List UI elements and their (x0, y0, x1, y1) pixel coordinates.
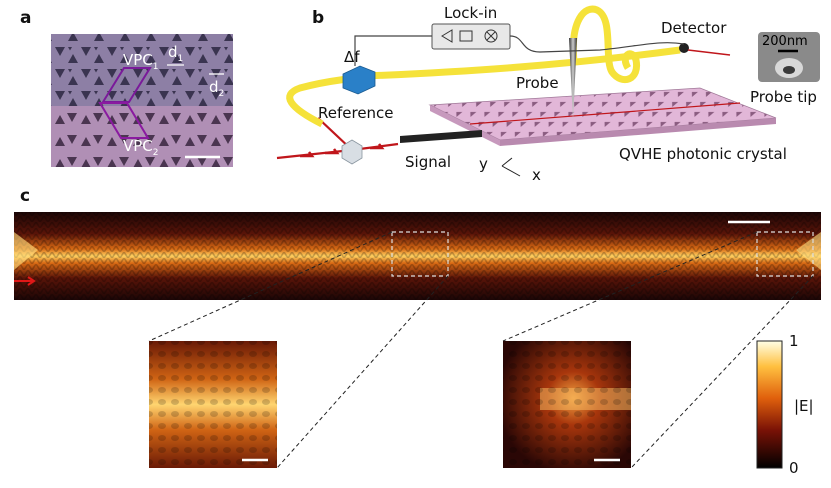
waveguide-line (469, 102, 741, 125)
x-axis-label: x (532, 166, 541, 184)
input-arrow (14, 276, 36, 286)
probe-tip-inset (758, 32, 820, 82)
d1-label: d1 (168, 43, 184, 64)
crystal-label: QVHE photonic crystal (619, 145, 787, 163)
zoom-box-end (756, 231, 814, 277)
delta-f-label: Δf (344, 48, 360, 66)
frequency-shifter (342, 65, 376, 95)
colorbar-title: |E| (794, 397, 814, 415)
panel-b-setup (276, 5, 820, 177)
signal-label: Signal (405, 153, 452, 171)
y-axis-label: y (479, 155, 488, 173)
panel-a-letter: a (20, 8, 32, 28)
colorbar-min-label: 0 (789, 459, 799, 477)
reference-label: Reference (318, 104, 394, 122)
colorbar-max-label: 1 (789, 332, 799, 350)
signal-waveguide (400, 130, 482, 143)
y-axis-arrow (501, 157, 513, 167)
panel-c-field-map (14, 212, 821, 469)
scale-200nm-label: 200nm (762, 34, 808, 49)
vpc2-unit-cell (98, 102, 150, 139)
probe-tip-label: Probe tip (750, 88, 817, 106)
probe-label: Probe (516, 74, 559, 92)
panel-a-sem-image (51, 34, 233, 167)
detector (679, 43, 689, 53)
colorbar (756, 340, 783, 469)
x-axis-arrow (501, 165, 521, 177)
zoom-box-middle (391, 231, 449, 277)
probe-needle (569, 38, 577, 120)
photonic-crystal-side (500, 118, 776, 146)
laser-beam-input (276, 148, 353, 160)
vpc2-label: VPC2 (123, 137, 159, 158)
panel-b-letter: b (312, 8, 325, 28)
d2-label: d2 (209, 78, 225, 99)
detector-label: Detector (661, 19, 727, 37)
probe-fiber (569, 5, 641, 84)
vpc1-label: VPC1 (123, 51, 159, 72)
beam-splitter-cube (341, 139, 363, 165)
panel-c-letter: c (20, 186, 31, 206)
lock-in-label: Lock-in (444, 4, 498, 22)
